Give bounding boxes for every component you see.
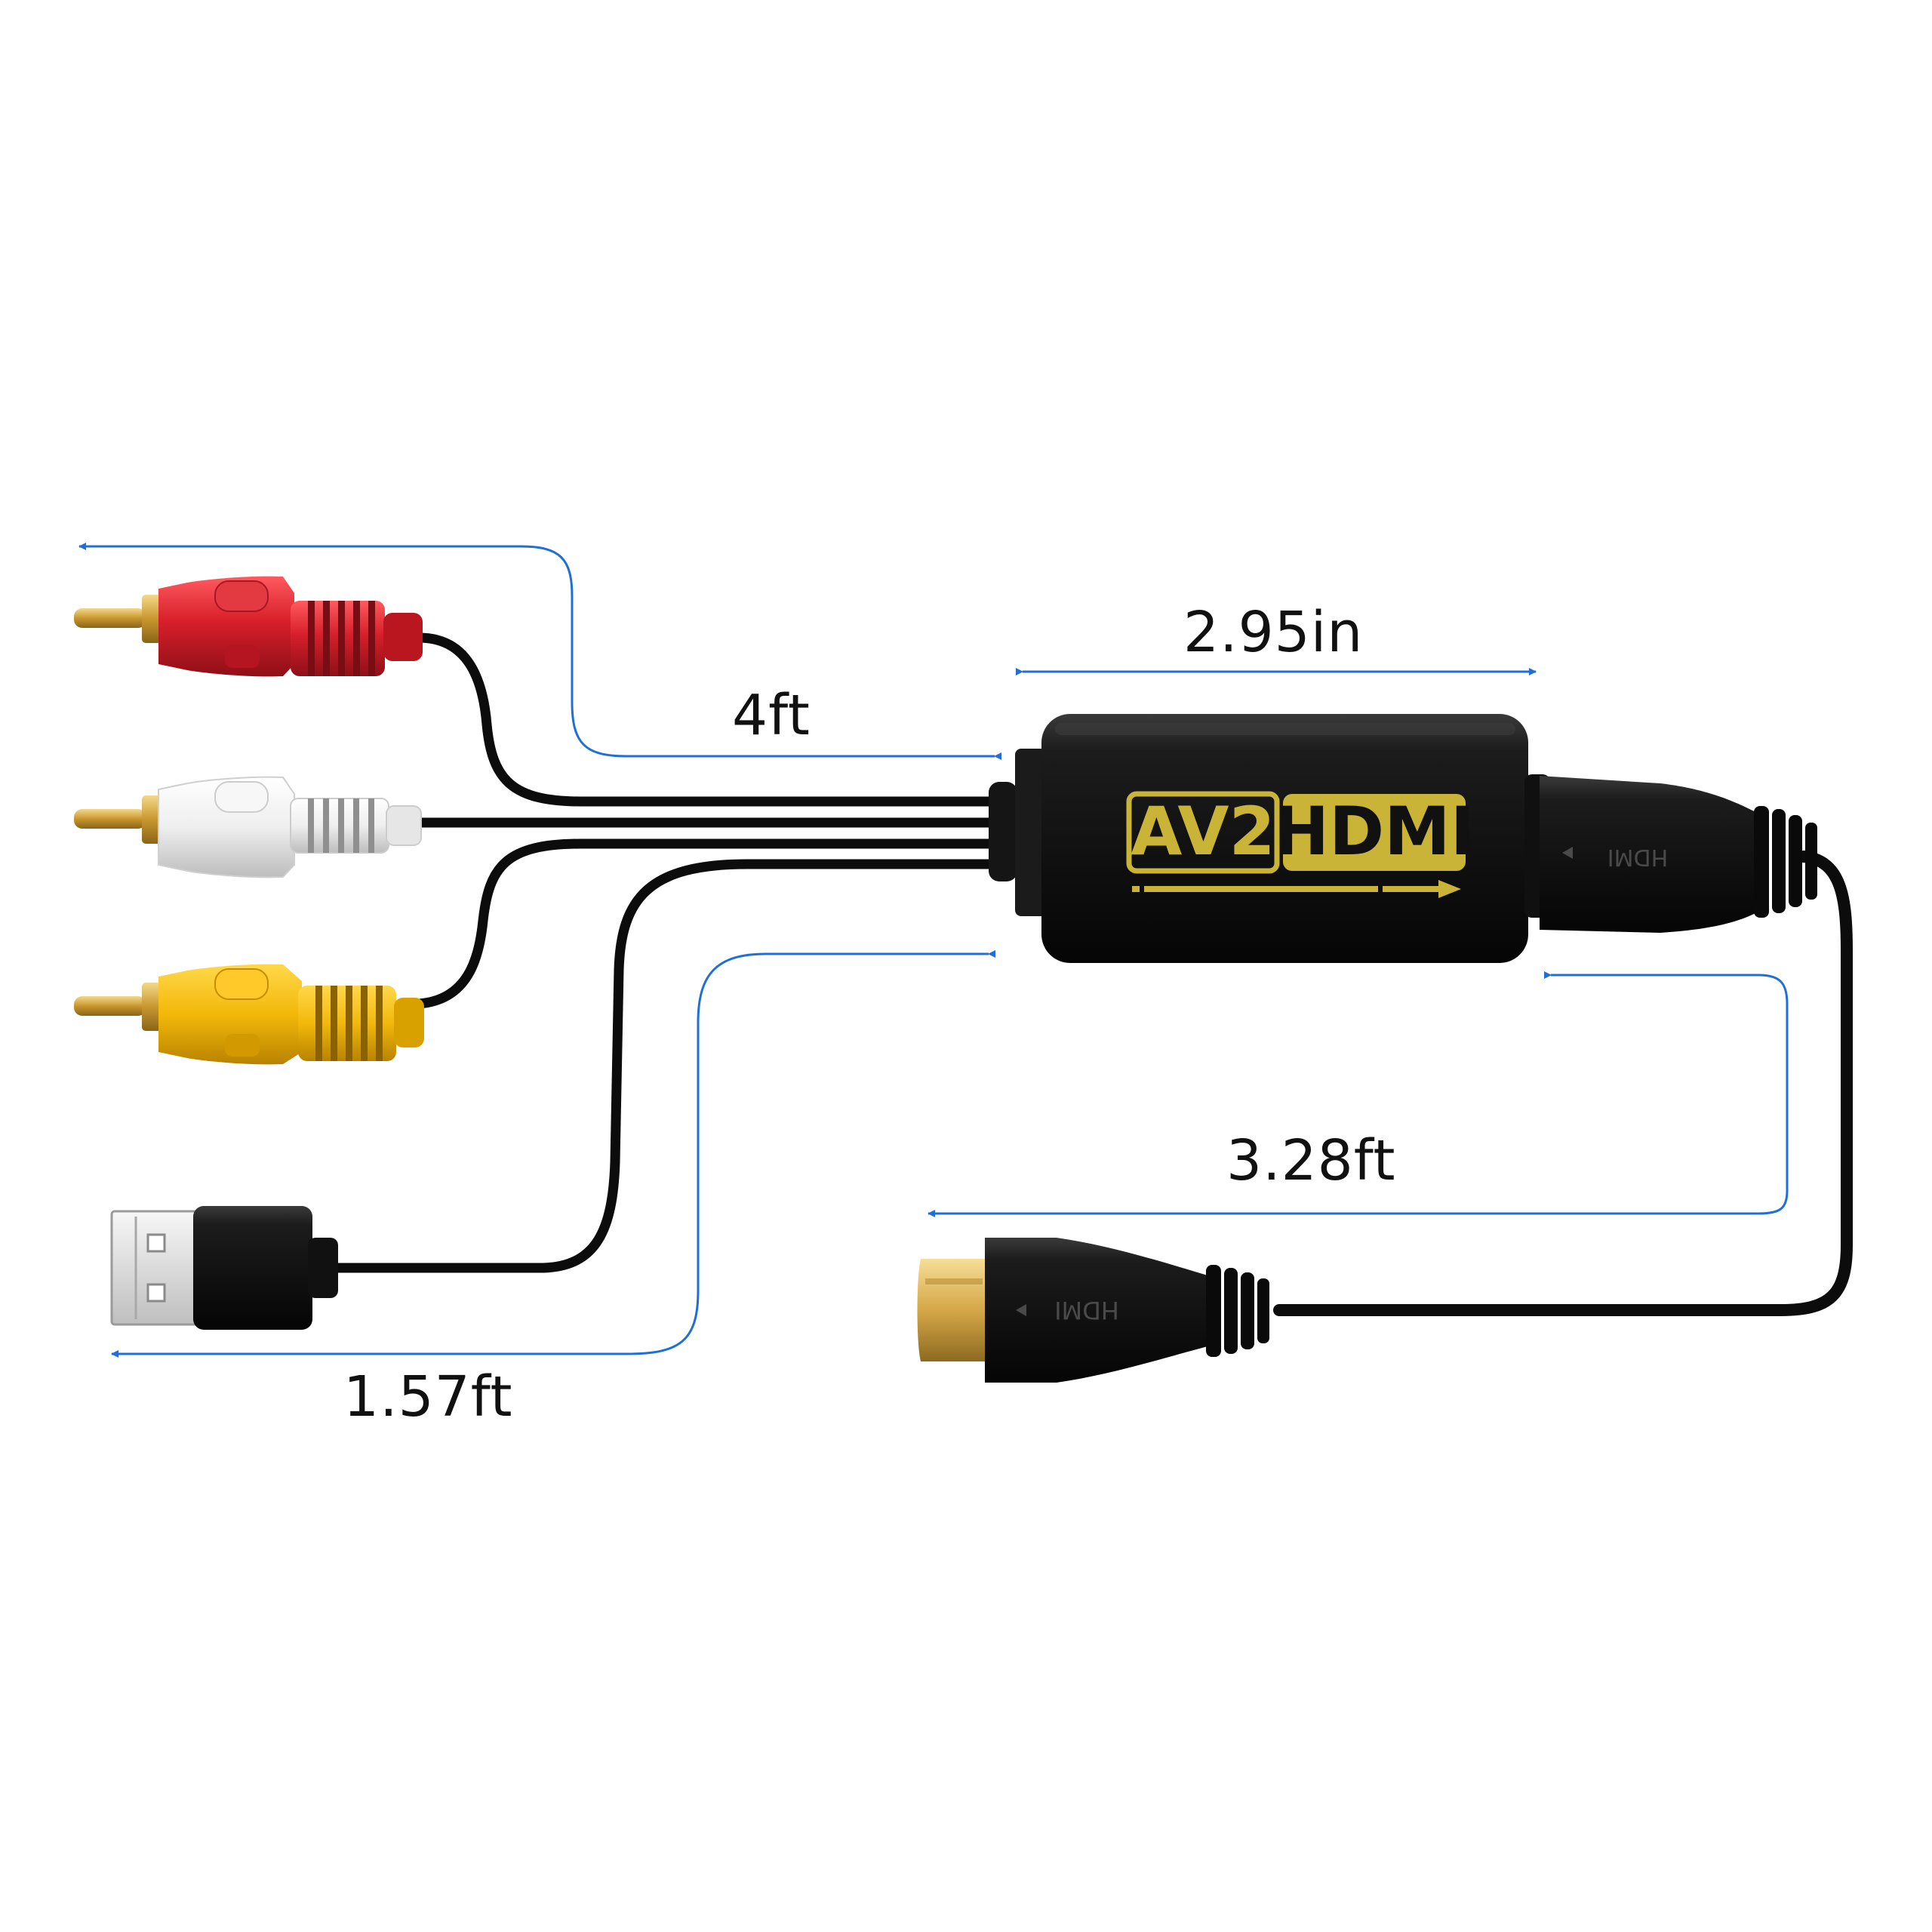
usb-cable: [331, 859, 1001, 1273]
label-rca-cable-length: 4ft: [732, 683, 811, 748]
hdmi-plug-male: HDMI: [917, 1238, 1269, 1383]
rca-plug-white: [74, 776, 422, 878]
arrow-4ft: [78, 543, 1001, 760]
arrow-3-28ft: [928, 971, 1789, 1217]
rca-plug-red: [74, 576, 423, 677]
red-rca-cable: [414, 632, 1001, 807]
arrow-1-57ft: [111, 950, 995, 1358]
dimension-arrows: [78, 543, 1789, 1358]
hdmi-cable: [1273, 851, 1853, 1316]
label-converter-body-length: 2.95in: [1183, 600, 1364, 665]
logo-text-hdmi: HDMI: [1273, 792, 1475, 870]
logo-text-av2: AV2: [1131, 792, 1275, 870]
hdmi-male-mark: HDMI: [1054, 1296, 1119, 1324]
av2hdmi-logo: AV2 HDMI: [1126, 791, 1475, 898]
label-usb-cable-length: 1.57ft: [343, 1364, 513, 1429]
hdmi-female-mark: HDMI: [1607, 844, 1668, 870]
rca-plug-yellow: [74, 964, 424, 1065]
hdmi-connector-female: HDMI: [1540, 776, 1817, 933]
label-hdmi-cable-length: 3.28ft: [1226, 1128, 1396, 1193]
usb-a-plug: [110, 1206, 338, 1330]
